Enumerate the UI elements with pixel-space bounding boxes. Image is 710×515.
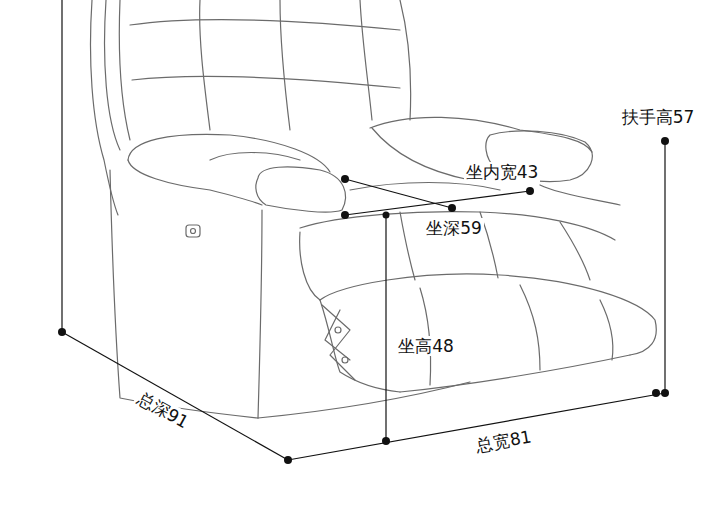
depth-dimension: 坐深59 <box>424 218 484 238</box>
depth-dimension: 总深91 <box>132 387 194 434</box>
width-dimension: 坐内宽43 <box>464 162 541 182</box>
height-dimension: 扶手高57 <box>620 107 697 127</box>
width-dimension: 总宽81 <box>473 426 535 456</box>
height-dimension: 坐高48 <box>396 336 456 356</box>
